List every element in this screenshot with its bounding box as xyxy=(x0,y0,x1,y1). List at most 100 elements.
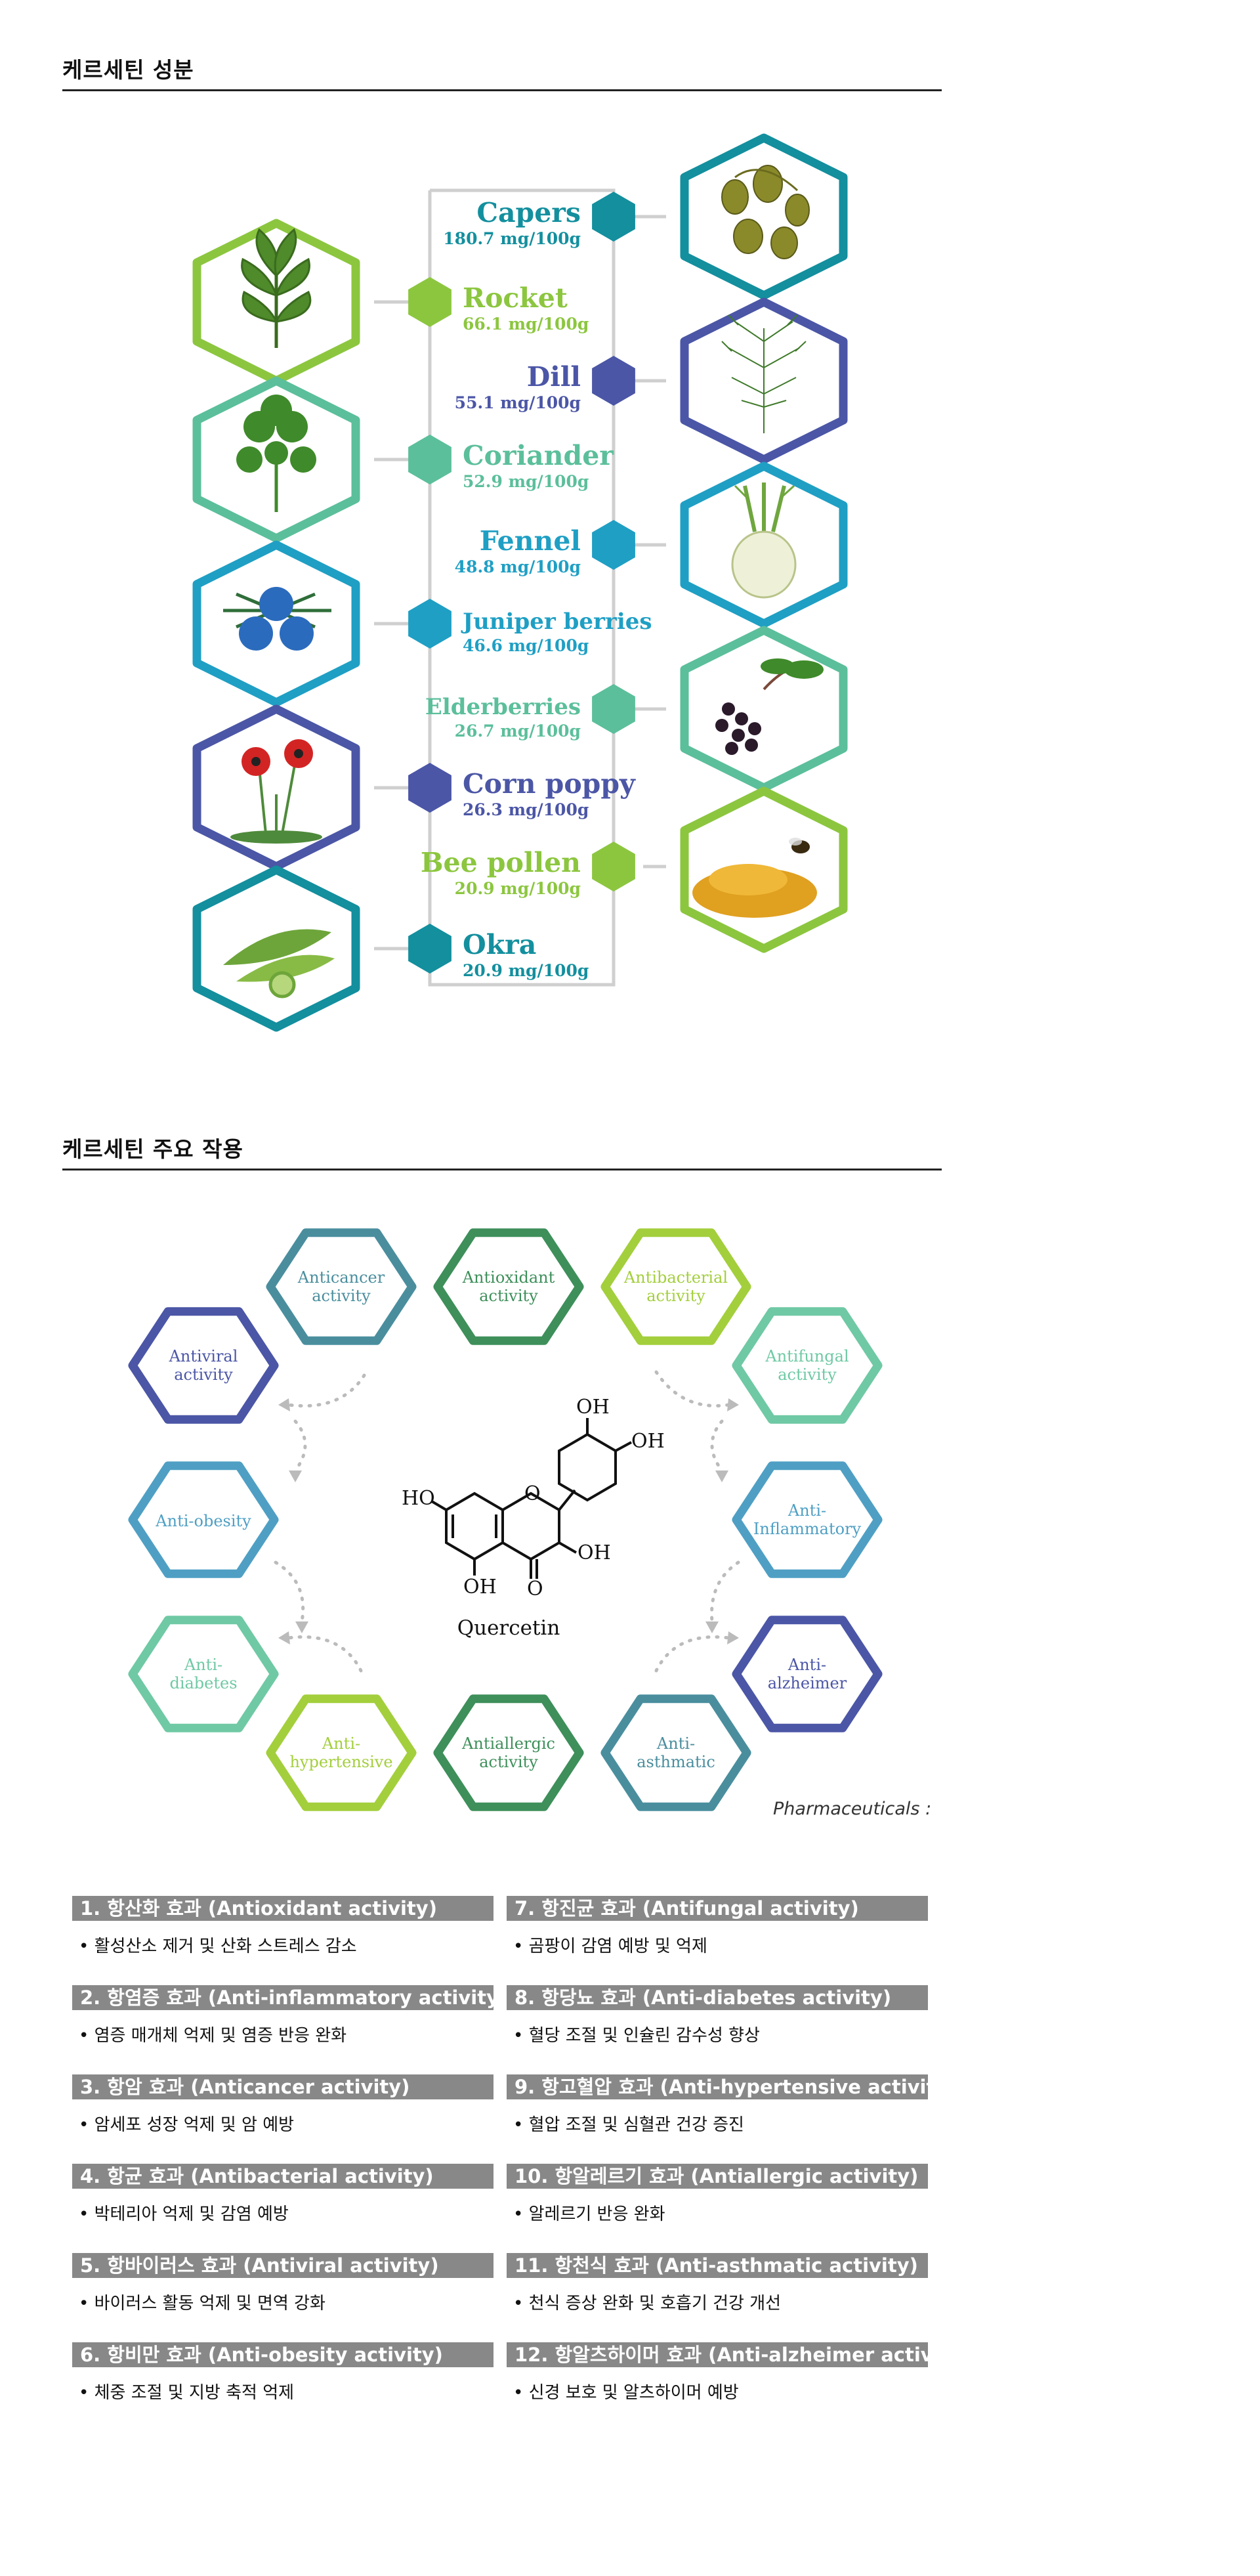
activity-label: Antioxidant xyxy=(462,1268,555,1287)
effect-title: 6. 항비만 효과 (Anti-obesity activity) xyxy=(72,2342,494,2367)
rocket-icon xyxy=(241,228,312,348)
activity-hexagon: Anti-alzheimer xyxy=(732,1616,883,1732)
source-hex-marker xyxy=(408,763,452,813)
activity-label: activity xyxy=(479,1287,538,1305)
activity-label: Anti- xyxy=(184,1656,222,1674)
activity-hexagon: Anti-diabetes xyxy=(128,1616,279,1732)
activity-label: activity xyxy=(479,1753,538,1771)
effect-title: 2. 항염증 효과 (Anti-inflammatory activity) xyxy=(72,1985,494,2010)
effect-item: 6. 항비만 효과 (Anti-obesity activity)• 체중 조절… xyxy=(72,2342,494,2403)
quercetin-structure xyxy=(430,1418,632,1579)
effect-description: • 활성산소 제거 및 산화 스트레스 감소 xyxy=(79,1937,357,1956)
activity-label: activity xyxy=(312,1287,371,1305)
okra-icon xyxy=(223,929,335,998)
section-title-sources: 케르세틴 성분 xyxy=(62,57,194,83)
carbonyl-oxygen-label: O xyxy=(527,1578,543,1600)
section-divider xyxy=(62,1169,942,1170)
source-hex-marker xyxy=(592,356,635,406)
effect-item: 3. 항암 효과 (Anticancer activity)• 암세포 성장 억… xyxy=(72,2074,494,2136)
activity-hex-frame xyxy=(600,1694,751,1811)
dotted-arrows xyxy=(274,1370,740,1673)
fennel-icon xyxy=(731,483,797,599)
source-value: 26.7 mg/100g xyxy=(455,721,581,741)
activity-label: asthmatic xyxy=(637,1753,715,1771)
source-hex-marker xyxy=(592,842,635,891)
source-name: Dill xyxy=(527,361,581,393)
source-hex-marker xyxy=(408,924,452,974)
ho-label: HO xyxy=(402,1487,435,1510)
activity-hex-frame xyxy=(433,1694,584,1811)
activity-hex-frame xyxy=(128,1616,279,1732)
activity-hex-frame xyxy=(128,1461,279,1578)
source-value: 55.1 mg/100g xyxy=(455,393,581,412)
source-value: 66.1 mg/100g xyxy=(463,314,589,333)
effect-item: 1. 항산화 효과 (Antioxidant activity)• 활성산소 제… xyxy=(72,1896,494,1957)
source-hex-marker xyxy=(592,520,635,570)
effect-title: 11. 항천식 효과 (Anti-asthmatic activity) xyxy=(507,2253,928,2278)
activity-label: alzheimer xyxy=(768,1674,847,1692)
hex-frame-dill xyxy=(680,297,848,464)
activity-label: diabetes xyxy=(169,1674,237,1692)
oh-label: OH xyxy=(576,1396,610,1419)
activity-label: Antiallergic xyxy=(461,1734,555,1753)
poppy-icon xyxy=(230,739,322,844)
source-name: Corn poppy xyxy=(463,768,636,800)
activity-label: Antifungal xyxy=(765,1347,849,1365)
molecule-name: Quercetin xyxy=(457,1616,560,1640)
activity-hex-frame xyxy=(600,1228,751,1345)
effect-title: 7. 항진균 효과 (Antifungal activity) xyxy=(507,1896,928,1921)
hex-frame-poppy xyxy=(192,704,360,871)
dill-icon xyxy=(721,314,807,433)
effect-description: • 알레르기 반응 완화 xyxy=(513,2204,665,2224)
juniper-icon xyxy=(223,587,331,651)
effect-description: • 염증 매개체 억제 및 염증 반응 완화 xyxy=(79,2026,347,2046)
activity-label: hypertensive xyxy=(289,1753,392,1771)
ring-oxygen-label: O xyxy=(524,1482,541,1505)
effect-description: • 혈압 조절 및 심혈관 건강 증진 xyxy=(513,2115,744,2135)
effect-item: 12. 항알츠하이머 효과 (Anti-alzheimer activity)•… xyxy=(507,2342,928,2403)
activity-hex-frame xyxy=(266,1694,417,1811)
activity-label: Anti- xyxy=(788,1501,826,1520)
effect-title: 8. 항당뇨 효과 (Anti-diabetes activity) xyxy=(507,1985,928,2010)
hex-frame-elderberry xyxy=(680,626,848,792)
activity-hex-frame xyxy=(128,1307,279,1424)
hex-frame-coriander xyxy=(192,376,360,543)
hex-frame-capers xyxy=(680,133,848,300)
activity-label: Anti- xyxy=(656,1734,695,1753)
source-name: Okra xyxy=(463,929,536,960)
source-name: Capers xyxy=(476,197,581,228)
effect-description: • 신경 보호 및 알츠하이머 예방 xyxy=(513,2383,739,2403)
section-title-effects: 케르세틴 주요 작용 xyxy=(62,1136,243,1162)
source-value: 20.9 mg/100g xyxy=(463,961,589,980)
activity-hex-frame xyxy=(732,1307,883,1424)
activity-hexagon: Anti-hypertensive xyxy=(266,1694,417,1811)
oh-label: OH xyxy=(463,1576,497,1599)
effect-description: • 천식 증상 완화 및 호흡기 건강 개선 xyxy=(513,2294,782,2313)
effect-item: 7. 항진균 효과 (Antifungal activity)• 곰팡이 감염 … xyxy=(507,1896,928,1957)
hex-frame-fennel xyxy=(680,462,848,628)
activity-label: Antibacterial xyxy=(623,1268,728,1287)
source-hex-marker xyxy=(592,192,635,242)
activity-hexagon: Anti-Inflammatory xyxy=(732,1461,883,1578)
activity-label: Inflammatory xyxy=(753,1520,862,1538)
source-value: 46.6 mg/100g xyxy=(463,636,589,655)
source-name: Bee pollen xyxy=(421,847,581,878)
effect-description: • 혈당 조절 및 인슐린 감수성 향상 xyxy=(513,2026,760,2046)
effect-title: 3. 항암 효과 (Anticancer activity) xyxy=(72,2074,494,2099)
source-hex-marker xyxy=(408,599,452,649)
arrow-heads xyxy=(278,1398,739,1644)
effect-item: 11. 항천식 효과 (Anti-asthmatic activity) • 천식… xyxy=(507,2253,928,2314)
source-name: Elderberries xyxy=(425,694,581,720)
